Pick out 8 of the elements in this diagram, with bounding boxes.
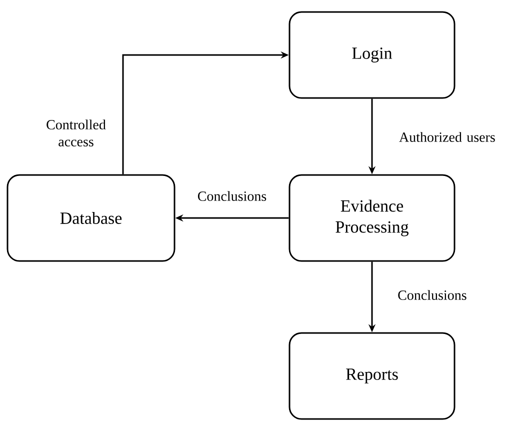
process-box: Database — [6, 174, 176, 262]
process-box: Login — [288, 11, 456, 99]
process-box: Evidence Processing — [288, 174, 456, 262]
edge-label: Conclusions — [198, 191, 266, 201]
process-box: Reports — [288, 332, 456, 420]
edge-label: Conclusions — [398, 290, 466, 300]
edge-label: Controlled access — [46, 120, 106, 146]
edge-label: Authorized users — [399, 132, 495, 142]
